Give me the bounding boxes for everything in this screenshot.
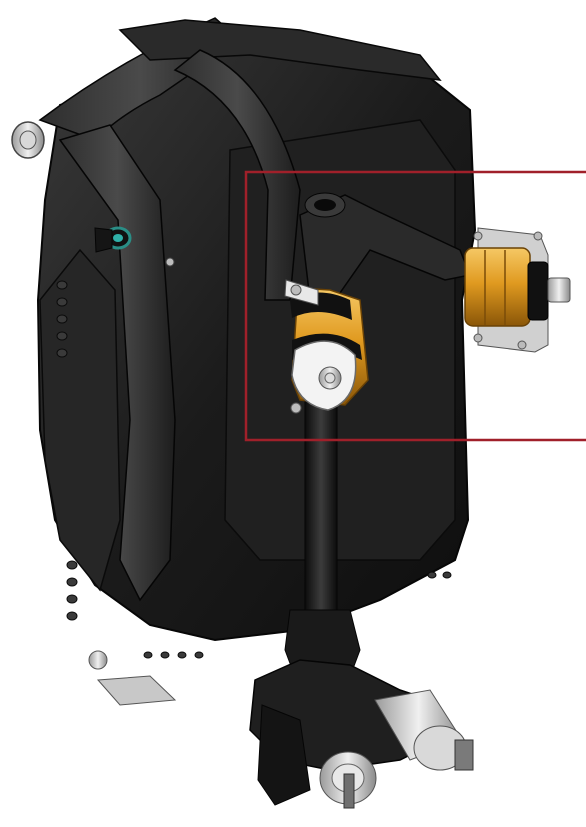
vent-holes: [56, 280, 452, 659]
gold-bushing-left: [284, 279, 369, 414]
highlight-box: [244, 170, 586, 442]
frame-screw: [165, 257, 175, 267]
lower-cylinder-right: [374, 689, 474, 771]
lower-cylinder-left: [319, 751, 377, 809]
base-nut: [88, 650, 108, 670]
gold-bushing-right: [464, 227, 571, 353]
vertical-shaft: [284, 399, 361, 691]
upper-frame: [38, 17, 442, 602]
top-left-bolt: [11, 121, 45, 159]
highlighted-detail: [284, 192, 571, 414]
base-plate: [96, 675, 177, 706]
sensor-connector: [94, 226, 132, 253]
lower-actuator-block: [88, 650, 474, 809]
